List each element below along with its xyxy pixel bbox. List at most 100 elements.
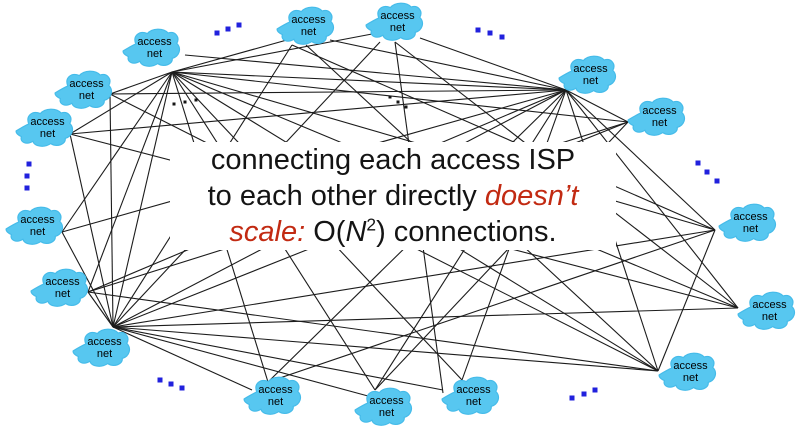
- access-net-label: access net: [69, 78, 104, 102]
- cloud-upper-left-2: access net: [54, 69, 114, 111]
- cloud-icon: [627, 97, 686, 136]
- cloud-right-2: access net: [718, 202, 778, 244]
- mesh-line: [657, 229, 716, 372]
- ellipsis-dot-blue: [225, 26, 231, 32]
- caption-line-3: scale: O(N2) connections.: [170, 214, 616, 250]
- ellipsis-dot-blue: [24, 185, 30, 191]
- access-net-label: access net: [733, 211, 768, 235]
- caption-connections-text: ) connections.: [376, 216, 557, 248]
- cloud-icon: [276, 6, 335, 45]
- ellipsis-dot-blue: [236, 22, 242, 28]
- ellipsis-dot-blue: [179, 385, 185, 391]
- mesh-line: [291, 44, 716, 231]
- caption-bigO-open: O(: [313, 216, 346, 248]
- cloud-icon: [30, 268, 89, 307]
- mesh-line: [112, 307, 739, 328]
- cloud-right-3: access net: [737, 290, 797, 332]
- cloud-bottom-left-hub: access net: [72, 327, 132, 369]
- mesh-line: [419, 37, 567, 91]
- mesh-line: [184, 54, 567, 91]
- ellipsis-dot-black: [183, 100, 187, 104]
- cloud-bottom-2: access net: [354, 386, 414, 428]
- cloud-icon: [365, 2, 424, 41]
- ellipsis-dot-blue: [704, 169, 710, 175]
- mesh-line: [109, 71, 173, 95]
- mesh-line: [112, 326, 369, 397]
- access-net-label: access net: [369, 395, 404, 419]
- ellipsis-dot-black: [194, 98, 198, 102]
- caption-line-2: to each other directly doesn’t: [170, 178, 616, 214]
- cloud-upper-right-hub: access net: [558, 54, 618, 96]
- mesh-line: [87, 291, 659, 372]
- access-net-label: access net: [573, 63, 608, 87]
- caption-line-3-red: scale:: [229, 216, 314, 248]
- access-net-label: access net: [752, 299, 787, 323]
- cloud-bottom-right: access net: [658, 351, 718, 393]
- cloud-right-1: access net: [627, 96, 687, 138]
- cloud-left-3: access net: [30, 267, 90, 309]
- caption-N-italic: N: [345, 216, 367, 248]
- access-net-label: access net: [87, 336, 122, 360]
- caption-line-1: connecting each access ISP: [170, 142, 616, 178]
- cloud-icon: [718, 203, 777, 242]
- cloud-left-2: access net: [5, 205, 65, 247]
- cloud-top-2: access net: [365, 1, 425, 43]
- cloud-top-1: access net: [276, 5, 336, 47]
- ellipsis-dot-blue: [475, 27, 481, 33]
- ellipsis-dot-black: [172, 102, 176, 106]
- access-net-label: access net: [20, 214, 55, 238]
- mesh-line: [267, 229, 716, 383]
- mesh-line: [109, 93, 114, 328]
- access-net-label: access net: [30, 116, 65, 140]
- ellipsis-dot-blue: [581, 391, 587, 397]
- cloud-icon: [15, 108, 74, 147]
- ellipsis-dot-blue: [569, 395, 575, 401]
- mesh-line: [112, 326, 444, 391]
- access-net-label: access net: [456, 384, 491, 408]
- cloud-icon: [243, 376, 302, 415]
- cloud-icon: [354, 387, 413, 426]
- mesh-line: [329, 39, 567, 91]
- mesh-line: [565, 89, 629, 123]
- cloud-bottom-3: access net: [441, 375, 501, 417]
- mesh-line: [565, 89, 739, 309]
- ellipsis-dot-black: [404, 105, 408, 109]
- mesh-line: [69, 89, 567, 135]
- ellipsis-dot-blue: [24, 173, 30, 179]
- mesh-line: [171, 71, 567, 91]
- access-net-label: access net: [137, 36, 172, 60]
- cloud-icon: [72, 328, 131, 367]
- cloud-upper-left-hub: access net: [122, 27, 182, 69]
- caption-line-2-red: doesn’t: [484, 180, 579, 212]
- caption-squared-sup: 2: [366, 214, 377, 235]
- access-net-label: access net: [380, 10, 415, 34]
- ellipsis-dot-black: [388, 95, 392, 99]
- mesh-line: [171, 33, 373, 73]
- mesh-line: [87, 71, 173, 293]
- ellipsis-dot-blue: [487, 30, 493, 36]
- mesh-line: [565, 89, 716, 231]
- ellipsis-dot-blue: [592, 387, 598, 393]
- cloud-icon: [658, 352, 717, 391]
- cloud-icon: [737, 291, 796, 330]
- ellipsis-dot-blue: [157, 377, 163, 383]
- mesh-line: [171, 37, 295, 73]
- cloud-bottom-1: access net: [243, 375, 303, 417]
- mesh-line: [112, 326, 253, 391]
- access-net-label: access net: [642, 105, 677, 129]
- access-net-label: access net: [291, 14, 326, 38]
- mesh-line: [171, 71, 629, 123]
- caption-line-1-text: connecting each access ISP: [210, 144, 576, 176]
- cloud-icon: [441, 376, 500, 415]
- access-net-label: access net: [673, 360, 708, 384]
- mesh-line: [112, 71, 173, 328]
- cloud-left-1: access net: [15, 107, 75, 149]
- mesh-line: [87, 291, 114, 328]
- ellipsis-dot-black: [396, 100, 400, 104]
- access-net-label: access net: [258, 384, 293, 408]
- cloud-icon: [5, 206, 64, 245]
- mesh-line: [61, 231, 114, 328]
- caption: connecting each access ISP to each other…: [170, 142, 616, 250]
- ellipsis-dot-blue: [714, 178, 720, 184]
